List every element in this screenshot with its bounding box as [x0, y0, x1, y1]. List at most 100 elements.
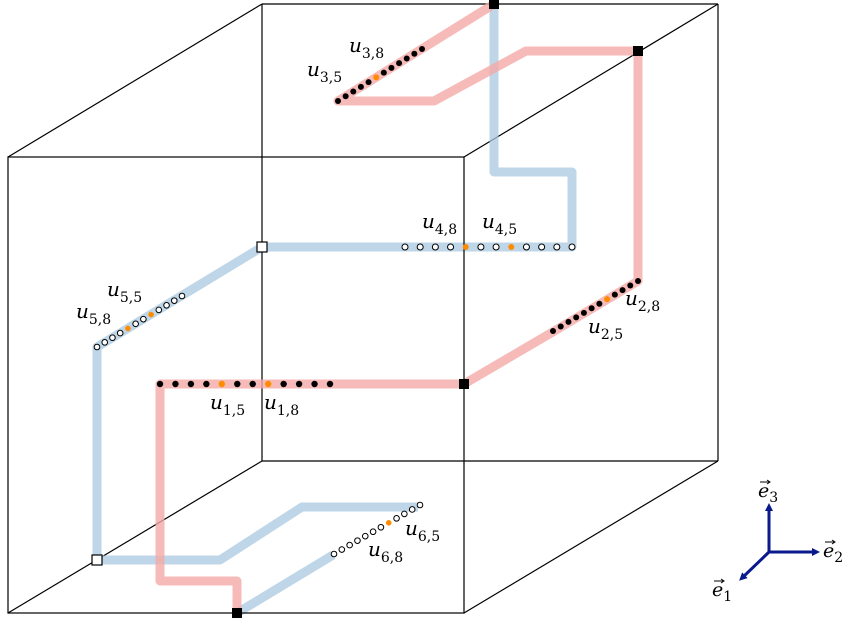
dots-u2-dot — [596, 300, 603, 307]
dots-u4-dot — [416, 243, 424, 251]
dots-u2-dot — [604, 296, 611, 303]
dots-u3-dot — [342, 93, 349, 100]
label-u58: u5,8 — [76, 299, 111, 328]
dots-u5-dot — [109, 334, 116, 342]
label-u55: u5,5 — [107, 277, 142, 306]
dots-u3-dot — [365, 79, 372, 86]
vertex-filled — [633, 46, 643, 56]
dots-u6-dot — [408, 506, 416, 513]
dots-u5-dot — [132, 320, 139, 328]
dots-u5-dot — [140, 315, 147, 323]
dots-u6-dot — [401, 510, 408, 518]
dots-u4-dot — [522, 243, 530, 251]
dots-u6-dot — [385, 520, 392, 526]
label-u65: u6,5 — [405, 516, 440, 545]
dots-u4-dot — [447, 243, 455, 251]
dots-u2-dot — [573, 314, 580, 321]
dots-u3-dot — [373, 74, 380, 81]
label-u25: u2,5 — [588, 314, 623, 343]
dots-u2-dot — [557, 323, 564, 330]
dots-u3-dot — [403, 55, 410, 62]
cube-depth-edges — [7, 3, 719, 614]
dots-u3-dot — [419, 46, 425, 52]
dots-u1-dot — [249, 380, 256, 388]
dots-u6-dot — [338, 546, 346, 553]
dots-u6-dot — [377, 523, 385, 531]
dots-u1-dot — [234, 380, 241, 388]
dots-u6-dot — [330, 550, 338, 558]
svg-text:e2: e2 — [823, 540, 843, 566]
red-path-main — [155, 0, 643, 613]
dots-u1-dot — [280, 380, 287, 388]
dots-u2-dot — [565, 318, 572, 325]
axis-e3-label: e3 — [758, 479, 778, 506]
dots-u1-dot — [295, 380, 303, 388]
dots-u1-dot — [326, 380, 334, 388]
dots-u6-dot — [354, 537, 361, 544]
dot-rows — [93, 46, 641, 558]
dots-u4-dot — [492, 243, 500, 251]
vertex-hollow — [91, 554, 103, 566]
dots-u2-dot — [588, 305, 595, 312]
dots-u1-dot — [187, 380, 195, 388]
blue-path-bottom — [234, 551, 336, 617]
dots-u1-dot — [264, 380, 272, 388]
dots-u5-dot — [170, 297, 178, 304]
dots-u3-dot — [411, 50, 418, 57]
label-u48: u4,8 — [422, 209, 457, 238]
dots-u3-dot — [396, 60, 403, 67]
vertex-filled — [232, 608, 242, 618]
red-path — [155, 0, 643, 613]
dots-u6-dot — [361, 532, 369, 540]
dots-u5-dot — [163, 301, 170, 309]
dots-u4-dot — [477, 243, 485, 251]
dots-u4-dot — [431, 243, 439, 251]
label-u38: u3,8 — [349, 33, 384, 62]
label-u28: u2,8 — [625, 286, 660, 315]
dots-u1-dot — [218, 380, 226, 388]
dots-u5-dot — [178, 292, 186, 300]
dots-u6-dot — [369, 528, 377, 536]
dots-u4-dot — [401, 243, 409, 251]
dots-u5-dot — [148, 311, 154, 318]
dots-u2-dot — [635, 278, 641, 284]
vertex-filled — [459, 379, 469, 389]
dots-u2-dot — [550, 328, 556, 334]
label-u45: u4,5 — [482, 209, 517, 238]
vertex-hollow — [256, 241, 268, 253]
axis-e1-label: e1 — [712, 578, 732, 605]
dots-u4-dot — [538, 243, 546, 251]
dots-u2-dot — [611, 291, 618, 298]
dots-u4-dot — [508, 244, 515, 250]
label-u18: u1,8 — [264, 390, 299, 419]
dots-u5-dot — [101, 339, 109, 346]
dots-u3-dot — [335, 98, 341, 104]
dot-labels: u3,8 u3,5 u4,8 u4,5 u5,5 u5,8 u2,8 u2,5 … — [76, 33, 660, 566]
dots-u3-dot — [388, 64, 395, 71]
vertex-filled — [489, 0, 499, 9]
dots-u3-dot — [380, 69, 387, 76]
dots-u3-dot — [350, 88, 357, 95]
dots-u1-dot — [172, 380, 179, 388]
dots-u5-dot — [125, 325, 131, 332]
vertex-markers — [91, 0, 643, 618]
dots-u5-dot — [116, 329, 124, 337]
label-u68: u6,8 — [368, 537, 403, 566]
dots-u2-dot — [627, 282, 634, 289]
dots-u5-dot — [155, 306, 163, 314]
dots-u1-dot — [311, 380, 318, 388]
blue-path — [92, 4, 577, 617]
dots-u2-dot — [619, 287, 626, 294]
dots-u6-dot — [346, 541, 353, 549]
label-u15: u1,5 — [210, 390, 245, 419]
dots-u3-dot — [357, 83, 364, 90]
dots-u4-dot — [568, 243, 576, 251]
axis-e1-arrow — [739, 550, 771, 581]
svg-text:e3: e3 — [758, 480, 778, 506]
axis-gizmo: e3 e2 e1 — [712, 479, 843, 605]
dots-u6-dot — [416, 501, 424, 509]
dots-u5-dot — [93, 343, 101, 351]
dots-u1-dot — [203, 380, 210, 388]
axis-e2-label: e2 — [823, 539, 843, 566]
